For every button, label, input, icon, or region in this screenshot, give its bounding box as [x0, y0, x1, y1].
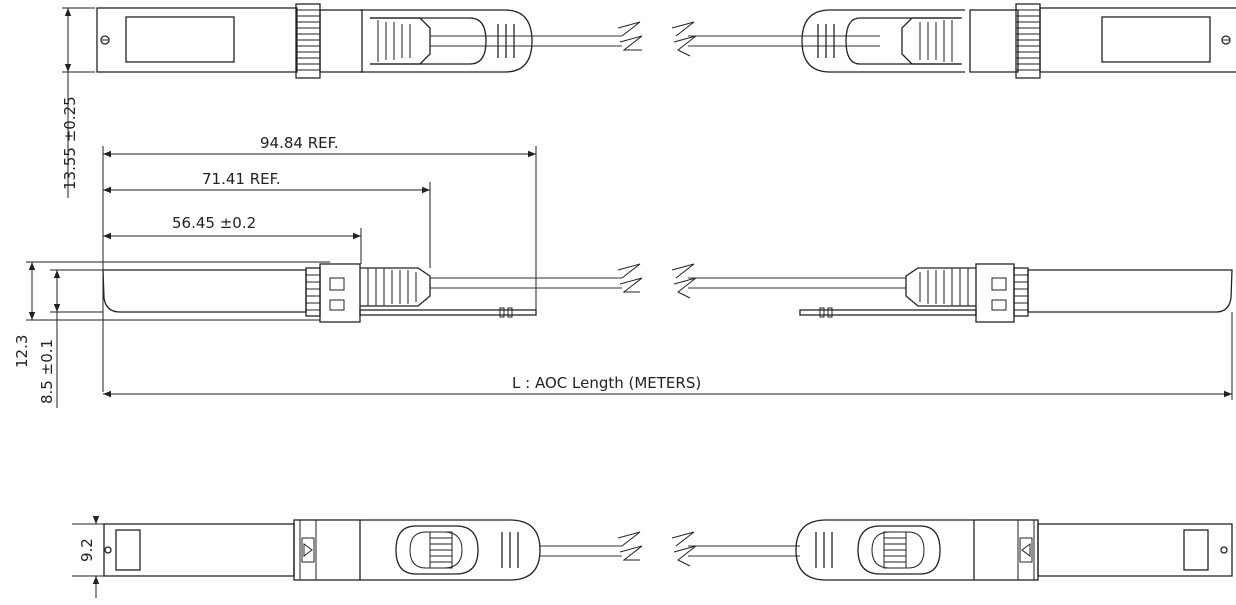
dim-71-41: 71.41 REF. — [103, 170, 431, 268]
dim-56-45-label: 56.45 ±0.2 — [172, 214, 256, 232]
dim-8-5: 8.5 ±0.1 — [38, 269, 103, 408]
dim-94-84-label: 94.84 REF. — [260, 134, 339, 152]
dim-13-55-label: 13.55 ±0.25 — [61, 96, 79, 190]
top-left-module — [96, 3, 697, 79]
dim-aoc-length: L : AOC Length (METERS) — [103, 312, 1233, 400]
dim-9-2-label: 9.2 — [78, 538, 96, 562]
dim-94-84: 94.84 REF. — [102, 134, 537, 392]
dim-12-3-label: 12.3 — [13, 335, 31, 368]
side-view: 94.84 REF. 71.41 REF. 56.45 ±0.2 — [13, 134, 1233, 408]
side-right-module — [688, 263, 1233, 323]
dim-9-2: 9.2 — [72, 516, 104, 598]
dim-aoc-length-label: L : AOC Length (METERS) — [512, 374, 701, 392]
top-right-module — [688, 3, 1236, 79]
bottom-right-module — [688, 519, 1233, 581]
dim-13-55: 13.55 ±0.25 — [61, 7, 95, 198]
dim-12-3: 12.3 — [13, 261, 330, 368]
dim-56-45: 56.45 ±0.2 — [103, 214, 362, 264]
side-left-module — [102, 263, 697, 323]
bottom-view: 9.2 — [72, 516, 1233, 598]
dim-71-41-label: 71.41 REF. — [202, 170, 281, 188]
top-view: 13.55 ±0.25 — [61, 3, 1236, 198]
dim-8-5-label: 8.5 ±0.1 — [38, 339, 56, 404]
bottom-left-module — [103, 519, 697, 581]
